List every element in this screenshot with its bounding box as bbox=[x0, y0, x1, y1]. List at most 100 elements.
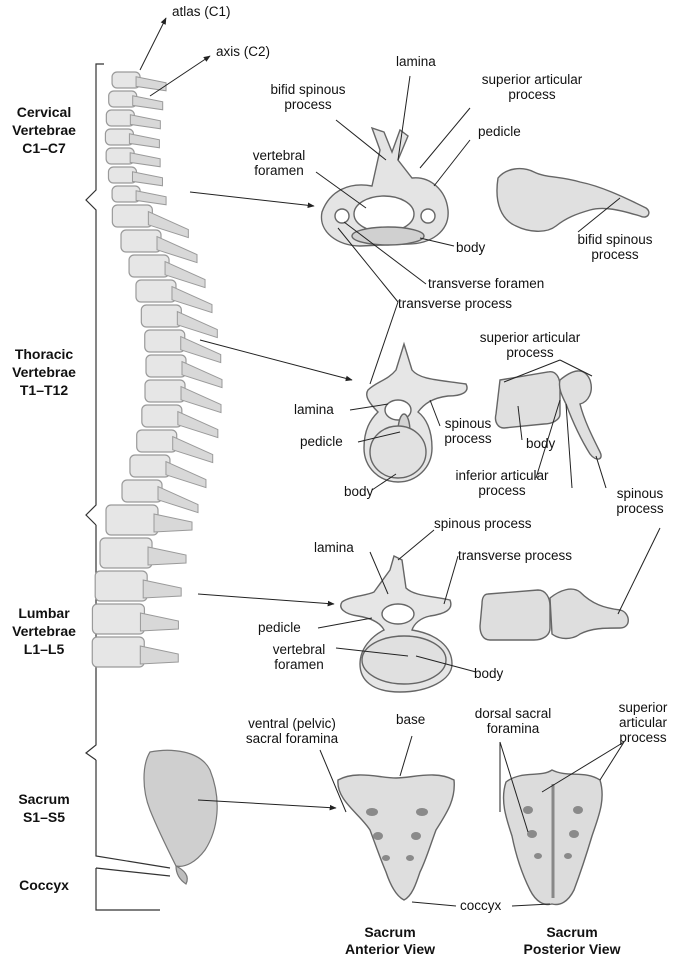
spinous-process bbox=[139, 612, 179, 632]
lumbar-region-label: Lumbar Vertebrae L1–L5 bbox=[4, 604, 84, 658]
dorsal-line1: dorsal sacral bbox=[474, 706, 552, 721]
cervical-line1: Cervical bbox=[16, 104, 72, 120]
posterior-line1: Sacrum bbox=[546, 924, 598, 940]
spinous-process bbox=[177, 410, 219, 439]
cervical-transverse-process-label: transverse process bbox=[398, 296, 513, 311]
spinous-process bbox=[142, 579, 182, 599]
spinous-process bbox=[164, 260, 206, 289]
vertebral-body bbox=[144, 379, 186, 403]
thoracic-line1: Thoracic bbox=[14, 346, 74, 362]
lumbar-vertebra-superior bbox=[340, 554, 453, 693]
spinous-process bbox=[139, 645, 179, 665]
lumbar-bracket bbox=[84, 525, 97, 761]
thoracic-region-label: Thoracic Vertebrae T1–T12 bbox=[4, 345, 84, 399]
thoracic-line2: Vertebrae bbox=[12, 364, 76, 380]
ventral-line1: ventral (pelvic) bbox=[248, 716, 336, 731]
vertebral-body bbox=[145, 354, 187, 378]
cervical-sup-line2: process bbox=[508, 87, 556, 102]
spine-sacrum bbox=[143, 749, 218, 885]
sacrum-posterior-view-caption: Sacrum Posterior View bbox=[502, 924, 642, 958]
spinous-process bbox=[128, 133, 160, 149]
vertebral-body bbox=[144, 329, 186, 353]
spinous-process bbox=[157, 485, 199, 514]
region-brackets bbox=[84, 63, 171, 911]
spinous-process bbox=[180, 335, 222, 364]
sacrum-bracket bbox=[95, 760, 171, 869]
cervical-bifid-side-line1: bifid spinous bbox=[577, 232, 653, 247]
spinous-process bbox=[129, 114, 161, 130]
spinous-process bbox=[156, 235, 198, 264]
thoracic-vertebra-lateral bbox=[494, 370, 602, 460]
thoracic-body-side-label: body bbox=[526, 436, 556, 451]
thoracic-vertebra-superior bbox=[363, 341, 468, 483]
spinous-process bbox=[135, 76, 167, 92]
thoracic-lamina-label: lamina bbox=[294, 402, 334, 417]
sacrum-base-label: base bbox=[396, 712, 426, 727]
sacrum-line2: S1–S5 bbox=[22, 809, 66, 825]
spinous-process bbox=[132, 95, 164, 111]
thoracic-spinous-side-label: spinous process bbox=[604, 486, 676, 516]
cervical-region-label: Cervical Vertebrae C1–C7 bbox=[4, 103, 84, 157]
thoracic-spinous-line2: process bbox=[444, 431, 492, 446]
cervical-lamina-label: lamina bbox=[396, 54, 436, 69]
ventral-sacral-foramina-label: ventral (pelvic) sacral foramina bbox=[232, 716, 352, 746]
thoracic-body-label: body bbox=[344, 484, 374, 499]
spinous-process bbox=[147, 210, 189, 239]
posterior-line2: Posterior View bbox=[523, 941, 621, 957]
cervical-sup-line1: superior articular bbox=[481, 72, 583, 87]
cervical-bifid-line2: process bbox=[284, 97, 332, 112]
cervical-pedicle-label: pedicle bbox=[478, 124, 521, 139]
thoracic-spinous-side-line1: spinous bbox=[616, 486, 664, 501]
ventral-line2: sacral foramina bbox=[245, 731, 339, 746]
thoracic-sup-line1: superior articular bbox=[479, 330, 581, 345]
thoracic-sup-line2: process bbox=[506, 345, 554, 360]
coccyx-label: coccyx bbox=[460, 898, 502, 913]
cervical-body-label: body bbox=[456, 240, 486, 255]
cervical-vf-line1: vertebral bbox=[252, 148, 306, 163]
lumbar-line2: Vertebrae bbox=[12, 623, 76, 639]
spinous-process bbox=[129, 152, 161, 168]
thoracic-bracket bbox=[85, 212, 97, 526]
vertebral-body bbox=[91, 603, 146, 635]
vertebral-body bbox=[128, 254, 170, 278]
lumbar-pedicle-label: pedicle bbox=[258, 620, 301, 635]
sacrum-sup-line3: process bbox=[619, 730, 667, 745]
vertebral-body bbox=[120, 229, 162, 253]
vertebral-body bbox=[105, 504, 159, 536]
lumbar-line3: L1–L5 bbox=[23, 641, 65, 657]
lumbar-vf-line2: foramen bbox=[274, 657, 324, 672]
vertebral-body bbox=[136, 429, 178, 453]
vertebral-body bbox=[91, 636, 145, 668]
cervical-vf-line2: foramen bbox=[254, 163, 304, 178]
cervical-vertebra-lateral bbox=[496, 167, 650, 232]
thoracic-inf-line1: inferior articular bbox=[455, 468, 549, 483]
anterior-line2: Anterior View bbox=[345, 941, 435, 957]
lumbar-line1: Lumbar bbox=[18, 605, 70, 621]
sacrum-region-label: Sacrum S1–S5 bbox=[4, 790, 84, 826]
sacrum-superior-articular-label: superior articular process bbox=[606, 700, 680, 745]
thoracic-pedicle-label: pedicle bbox=[300, 434, 343, 449]
thoracic-spinous-side-line2: process bbox=[616, 501, 664, 516]
leader-lines bbox=[139, 17, 661, 907]
cervical-transverse-foramen-label: transverse foramen bbox=[428, 276, 545, 291]
sacrum-sup-line2: articular bbox=[618, 715, 667, 730]
cervical-superior-articular-label: superior articular process bbox=[462, 72, 602, 102]
thoracic-spinous-line1: spinous bbox=[444, 416, 492, 431]
spinous-process bbox=[181, 360, 223, 389]
thoracic-inferior-articular-label: inferior articular process bbox=[430, 468, 574, 498]
coccyx-line1: Coccyx bbox=[19, 877, 69, 893]
lumbar-vertebral-foramen-label: vertebral foramen bbox=[256, 642, 342, 672]
vertebral-body bbox=[111, 204, 153, 228]
spinous-process bbox=[165, 460, 207, 489]
vertebral-body bbox=[94, 570, 148, 602]
cervical-bifid-line1: bifid spinous bbox=[270, 82, 346, 97]
sacrum-anterior bbox=[337, 774, 455, 901]
cervical-vertebra-superior bbox=[320, 126, 449, 247]
spinous-process bbox=[153, 513, 193, 533]
cervical-bracket bbox=[85, 63, 104, 212]
cervical-bifid-spinous-label: bifid spinous process bbox=[250, 82, 366, 112]
lumbar-body-label: body bbox=[474, 666, 504, 681]
thoracic-spinous-label: spinous process bbox=[432, 416, 504, 446]
